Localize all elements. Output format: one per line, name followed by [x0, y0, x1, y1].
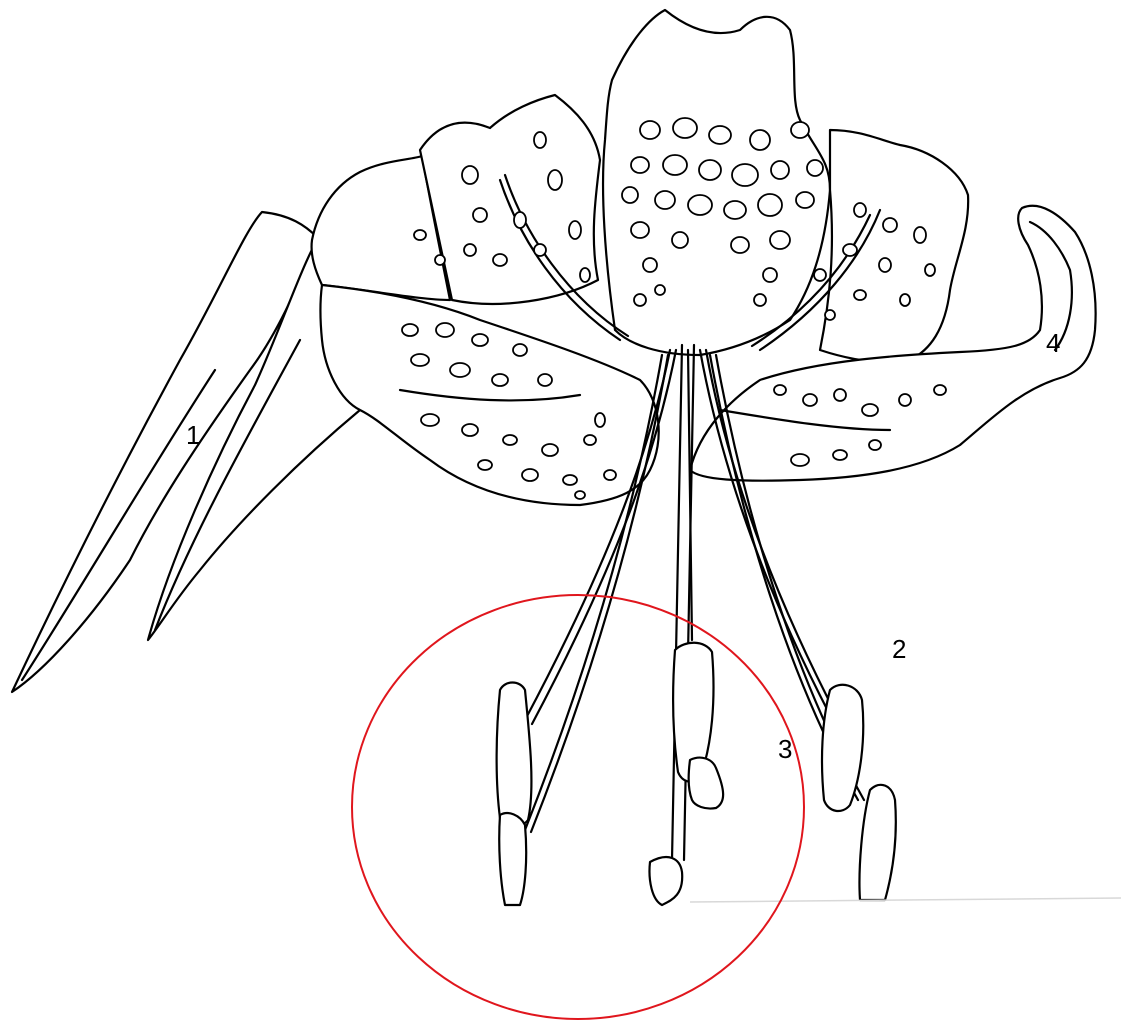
anther-left-upper — [497, 683, 532, 828]
label-anther-circled: 3 — [778, 734, 792, 764]
crop-line — [690, 898, 1121, 902]
leaves — [12, 212, 360, 692]
tepal-back-upper — [420, 95, 600, 304]
leaf-left-vein — [22, 370, 215, 680]
anther-left-lower — [499, 813, 526, 905]
label-anther-right: 2 — [892, 634, 906, 664]
anther-right — [822, 685, 863, 811]
label-leaf: 1 — [186, 420, 200, 450]
anther-center-lower — [689, 758, 723, 809]
stigma — [650, 857, 683, 905]
pistil-style — [672, 345, 682, 860]
anther-right-lower — [859, 785, 895, 900]
label-tepal: 4 — [1046, 328, 1060, 358]
tepal-back-right — [820, 130, 968, 362]
highlight-circle — [352, 595, 804, 1019]
